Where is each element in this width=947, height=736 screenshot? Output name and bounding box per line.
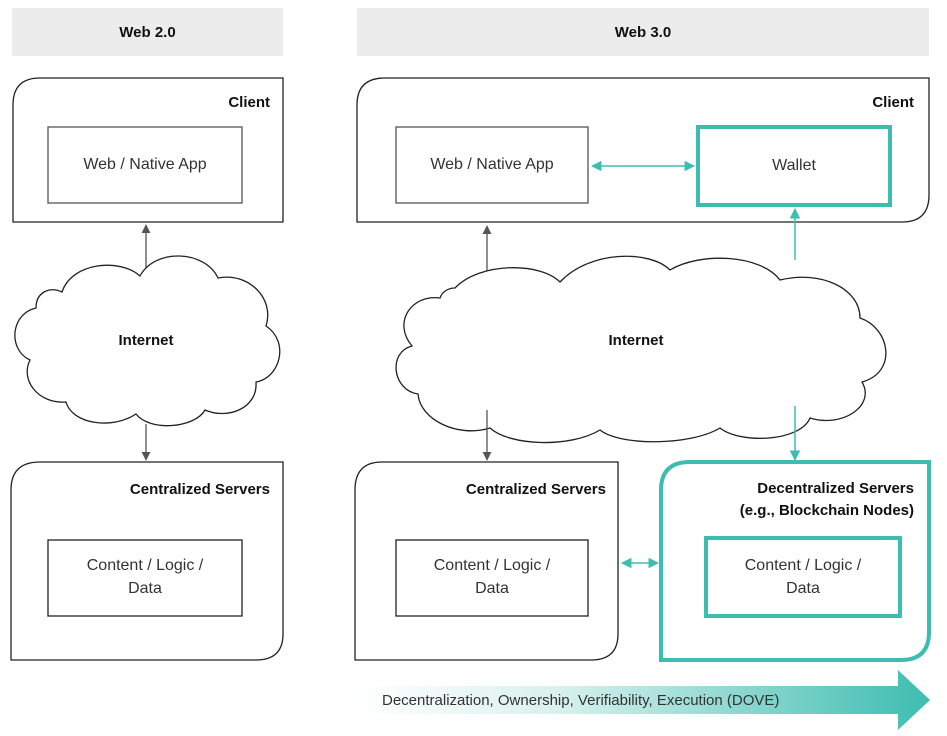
wallet-box — [696, 125, 892, 207]
decentral-content-box — [704, 536, 902, 618]
web3-internet-label: Internet — [608, 332, 664, 349]
web2-internet-cloud — [14, 255, 281, 427]
web3-central-content-line1: Content / Logic / — [433, 557, 551, 574]
dove-arrow-shape — [355, 670, 930, 730]
web2-title: Web 2.0 — [12, 8, 283, 56]
web3-app-box — [395, 126, 589, 204]
web3-central-content-box — [395, 539, 589, 617]
web3-central-content-line2: Data — [475, 580, 509, 597]
web3-app-label: Web / Native App — [430, 156, 554, 173]
web2-client-label: Client — [228, 94, 270, 111]
web2-servers-label: Centralized Servers — [129, 481, 270, 498]
decentral-servers-label-line2: (e.g., Blockchain Nodes) — [739, 502, 914, 519]
web3-client-label: Client — [872, 94, 914, 111]
web2-content-box — [47, 539, 243, 617]
decentral-servers-label-line1: Decentralized Servers — [757, 480, 914, 497]
wallet-label: Wallet — [772, 157, 816, 174]
web2-app-box — [47, 126, 243, 204]
decentral-content-line2: Data — [786, 580, 820, 597]
decentral-content-line1: Content / Logic / — [744, 557, 862, 574]
web3-central-servers-label: Centralized Servers — [465, 481, 606, 498]
web2-content-line2: Data — [128, 580, 162, 597]
web3-internet-cloud — [395, 255, 887, 444]
dove-arrow-label: Decentralization, Ownership, Verifiabili… — [382, 691, 780, 709]
web2-app-label: Web / Native App — [83, 156, 207, 173]
web3-title: Web 3.0 — [357, 8, 929, 56]
web2-internet-label: Internet — [118, 332, 174, 349]
web2-content-line1: Content / Logic / — [86, 557, 204, 574]
